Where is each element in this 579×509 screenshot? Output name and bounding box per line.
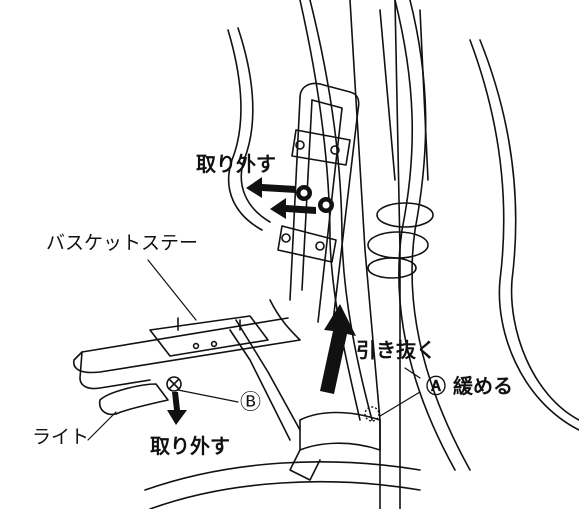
brake-cable xyxy=(237,27,271,223)
brake-cable xyxy=(299,0,361,421)
shift-cable xyxy=(394,0,456,471)
loosen-a-label: Ⓐ 緩める xyxy=(426,374,513,398)
plate-hole xyxy=(295,140,305,150)
remove-arrow-down xyxy=(167,392,187,425)
fork-tube xyxy=(349,0,381,509)
front-tire xyxy=(144,461,421,491)
basket-stay-tray xyxy=(79,351,151,390)
a-pointer xyxy=(379,391,421,417)
remove-label-bottom: 取り外す xyxy=(150,434,230,458)
fork-crown xyxy=(235,319,301,431)
plate-hole xyxy=(281,233,291,243)
mount-plate-upper xyxy=(291,129,351,166)
light-label: ライト xyxy=(32,426,90,448)
remove-label-top: 取り外す xyxy=(196,152,276,176)
basket-stay-tray xyxy=(149,315,269,357)
tray-hole xyxy=(210,340,218,348)
basket-stay-upright xyxy=(289,97,301,301)
bicycle-light xyxy=(98,383,169,416)
light-pointer xyxy=(87,411,117,441)
tray-hole xyxy=(192,342,200,350)
b-pointer xyxy=(177,389,239,403)
clamp-bolt-a xyxy=(364,406,380,422)
remove-arrow-upper xyxy=(246,177,296,198)
basket-stay-tray xyxy=(73,299,301,374)
front-tire xyxy=(149,480,421,509)
basket-stay-upright xyxy=(311,99,343,323)
side-cable xyxy=(479,39,579,421)
light-bolt xyxy=(166,376,182,392)
marker-b-label: Ⓑ xyxy=(240,390,261,414)
lower-clamp xyxy=(299,411,381,451)
head-clamp xyxy=(367,257,417,279)
head-clamp xyxy=(376,202,434,228)
pull-out-label: 引き抜く xyxy=(356,338,436,362)
pull-out-pointer xyxy=(404,367,421,379)
plate-hole xyxy=(330,145,340,155)
basket-stay-upright xyxy=(299,82,360,331)
fork-crown xyxy=(229,329,291,441)
remove-arrow-lower xyxy=(270,198,316,219)
brake-cable xyxy=(227,29,263,231)
plate-hole xyxy=(315,241,325,251)
light-bolt xyxy=(169,379,179,389)
pull-out-arrow xyxy=(320,304,356,394)
fork-tube xyxy=(394,0,401,509)
basket-stay-label: バスケットステー xyxy=(46,232,199,254)
mount-plate-lower xyxy=(277,225,337,263)
handlebar-stem xyxy=(379,9,429,181)
head-clamp xyxy=(367,231,429,259)
brake-arm xyxy=(289,449,321,481)
basket-stay-pointer xyxy=(147,259,197,321)
side-cable xyxy=(469,39,579,431)
